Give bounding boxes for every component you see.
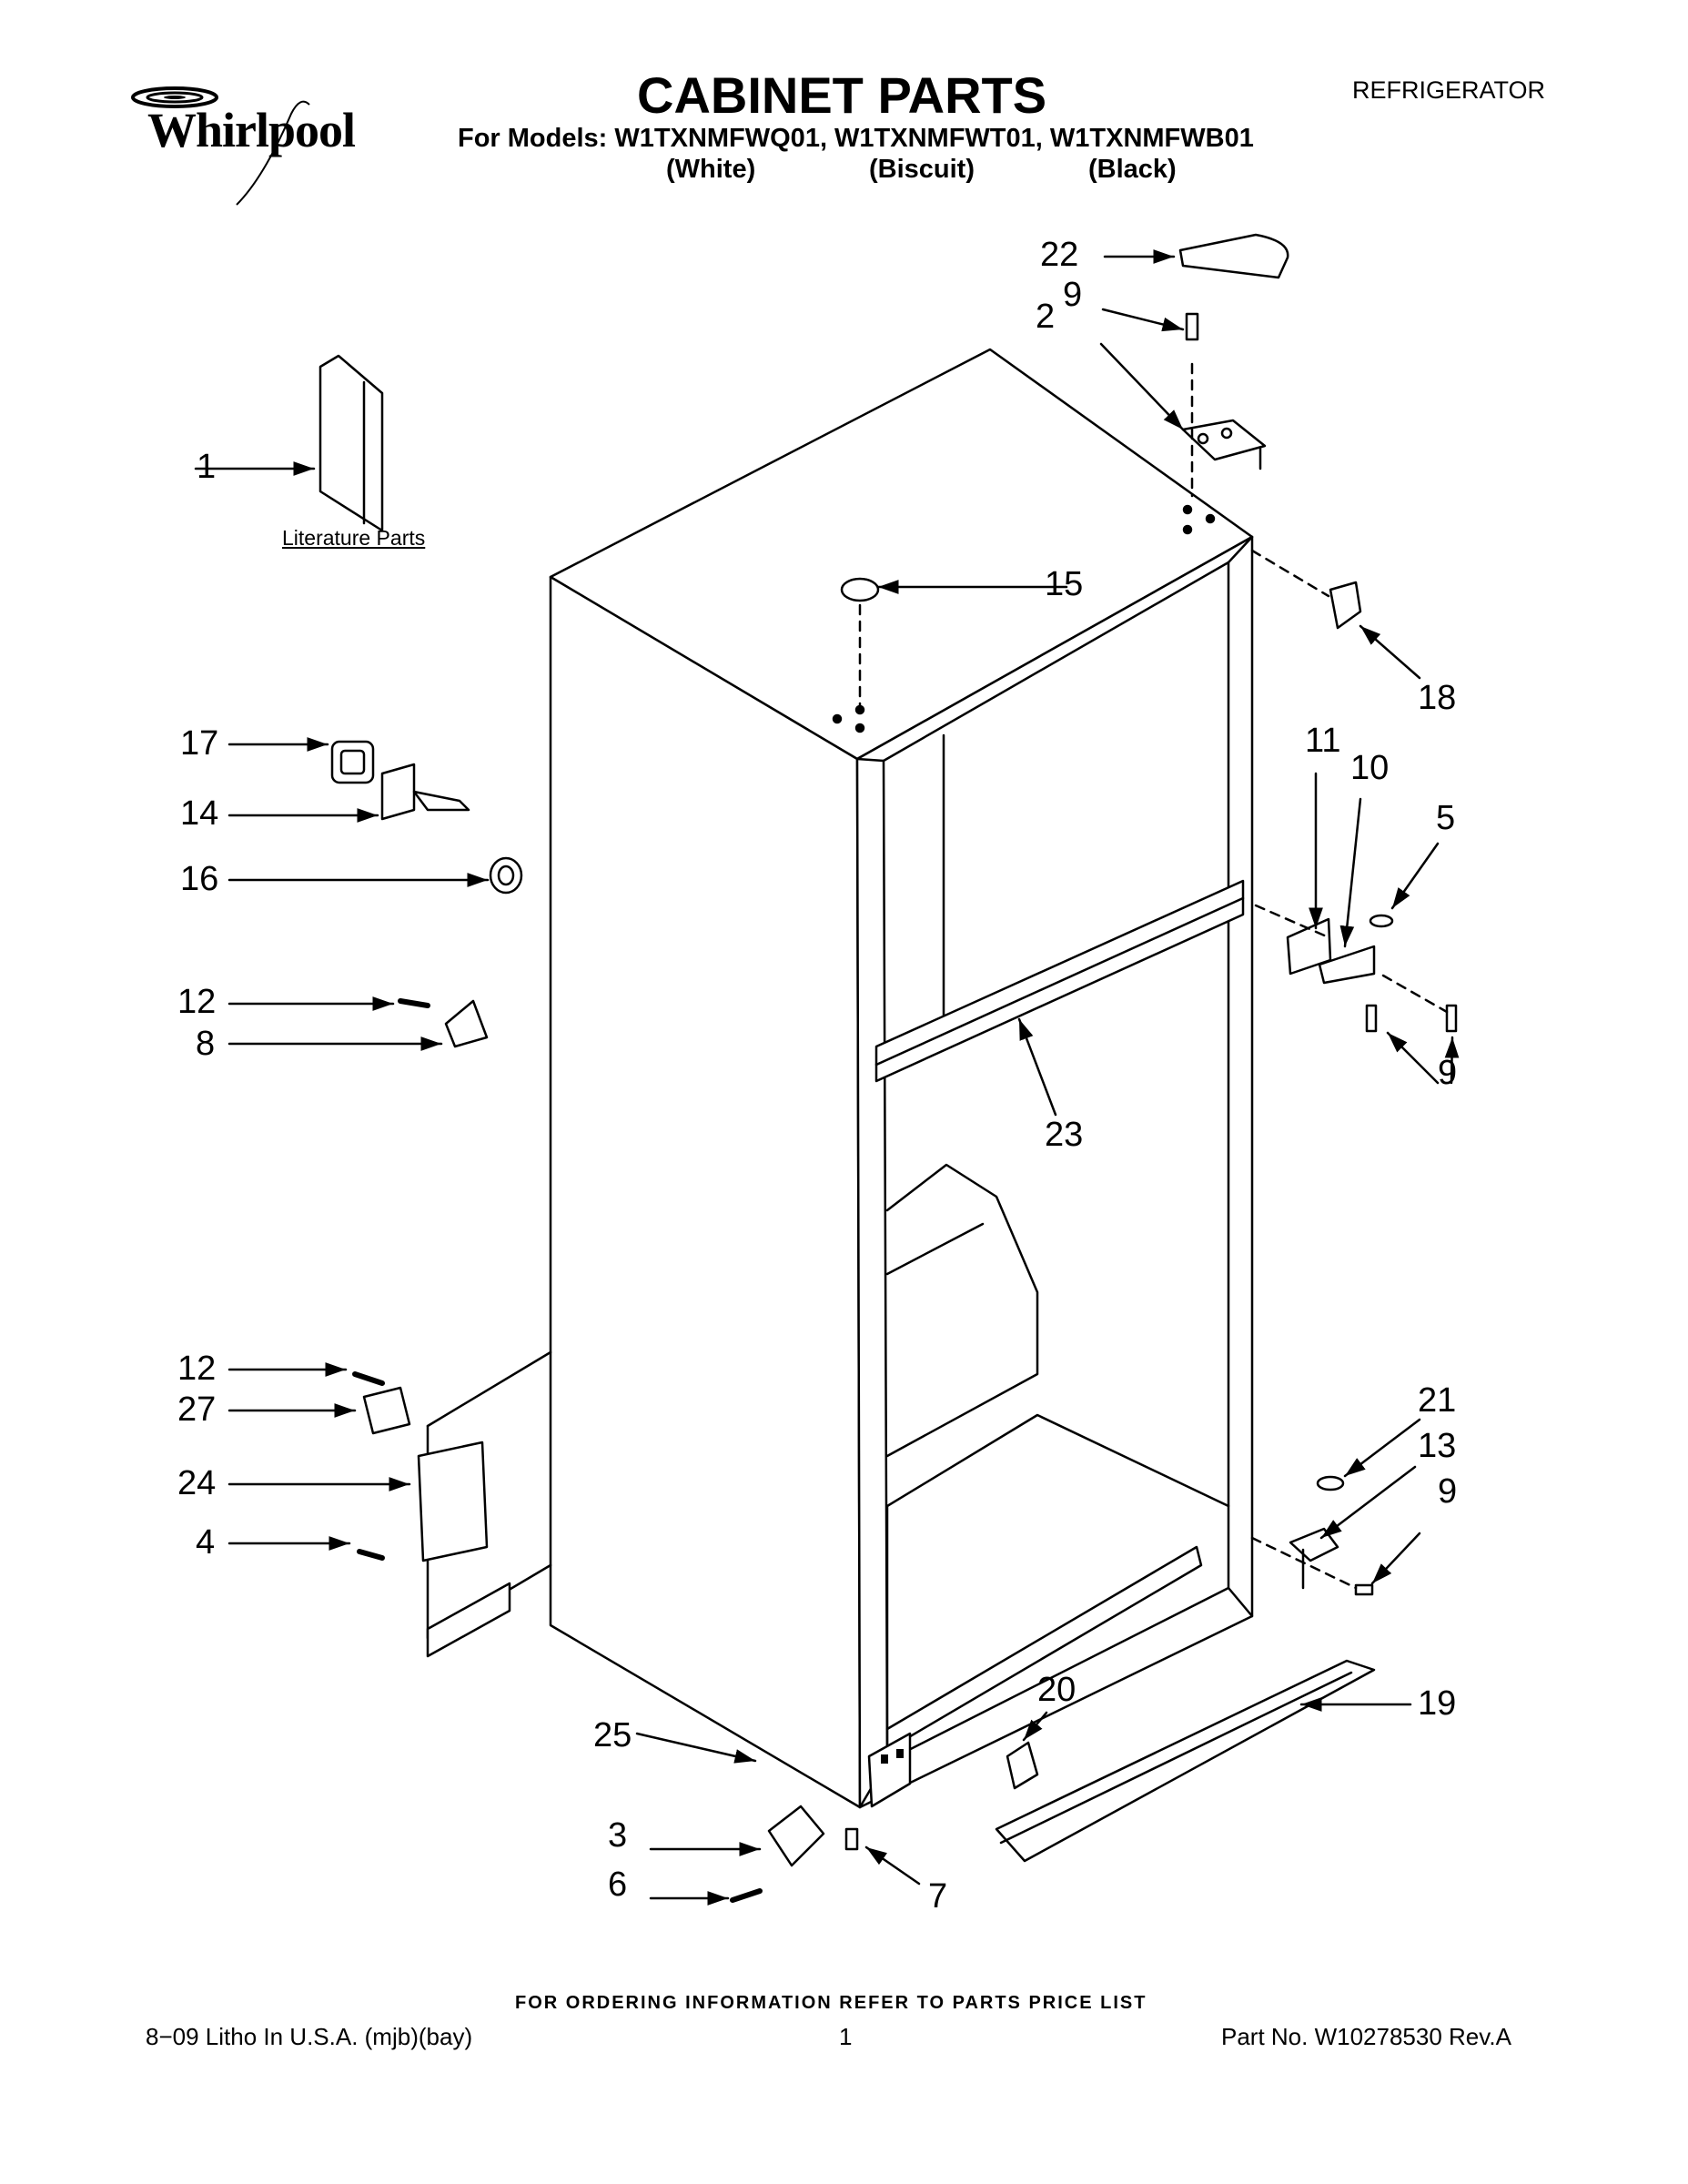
color-label-white: (White) — [666, 155, 756, 184]
callout-22: 22 — [1040, 236, 1079, 274]
callout-4: 4 — [196, 1523, 216, 1562]
callout-9-bottom: 9 — [1438, 1472, 1458, 1511]
page-title: CABINET PARTS — [637, 66, 1047, 124]
callout-27: 27 — [177, 1390, 217, 1429]
product-category: REFRIGERATOR — [1352, 76, 1546, 104]
part-number: Part No. W10278530 Rev.A — [1221, 2023, 1511, 2050]
callout-6: 6 — [608, 1866, 628, 1904]
callout-14: 14 — [180, 794, 219, 833]
callout-1: 1 — [197, 448, 217, 486]
literature-parts-label: Literature Parts — [282, 526, 426, 550]
callout-19: 19 — [1418, 1684, 1457, 1723]
color-label-black: (Black) — [1088, 155, 1177, 184]
callout-11: 11 — [1305, 722, 1341, 760]
callout-23: 23 — [1045, 1116, 1084, 1154]
cabinet-body — [549, 348, 1254, 1809]
models-line: For Models: W1TXNMFWQ01, W1TXNMFWT01, W1… — [458, 124, 1254, 153]
brand-logo — [131, 86, 310, 206]
callout-7: 7 — [928, 1877, 948, 1916]
callout-10: 10 — [1350, 749, 1390, 787]
literature-packet-part — [318, 354, 384, 532]
callout-9-top: 9 — [1063, 276, 1083, 314]
callout-12-upper: 12 — [177, 983, 217, 1021]
ordering-note: FOR ORDERING INFORMATION REFER TO PARTS … — [515, 1993, 1147, 2013]
callout-18: 18 — [1418, 679, 1457, 717]
callout-8: 8 — [196, 1025, 216, 1063]
leader-lines — [194, 249, 1460, 1906]
callout-20: 20 — [1037, 1671, 1076, 1709]
callout-24: 24 — [177, 1464, 217, 1502]
callout-5: 5 — [1436, 799, 1456, 837]
callout-3: 3 — [608, 1816, 628, 1855]
brand-name: Whirlpool — [147, 103, 356, 157]
print-info: 8−09 Litho In U.S.A. (mjb)(bay) — [146, 2023, 473, 2050]
callout-12-lower: 12 — [177, 1350, 217, 1388]
callout-21: 21 — [1418, 1381, 1457, 1420]
page-number: 1 — [839, 2023, 853, 2050]
callout-25: 25 — [593, 1716, 632, 1754]
callout-15: 15 — [1045, 565, 1084, 603]
callout-17: 17 — [180, 724, 219, 763]
callout-13: 13 — [1418, 1427, 1457, 1465]
callout-16: 16 — [180, 860, 219, 898]
color-label-biscuit: (Biscuit) — [869, 155, 975, 184]
callout-2: 2 — [1036, 298, 1056, 336]
callout-9-middle: 9 — [1438, 1054, 1458, 1092]
